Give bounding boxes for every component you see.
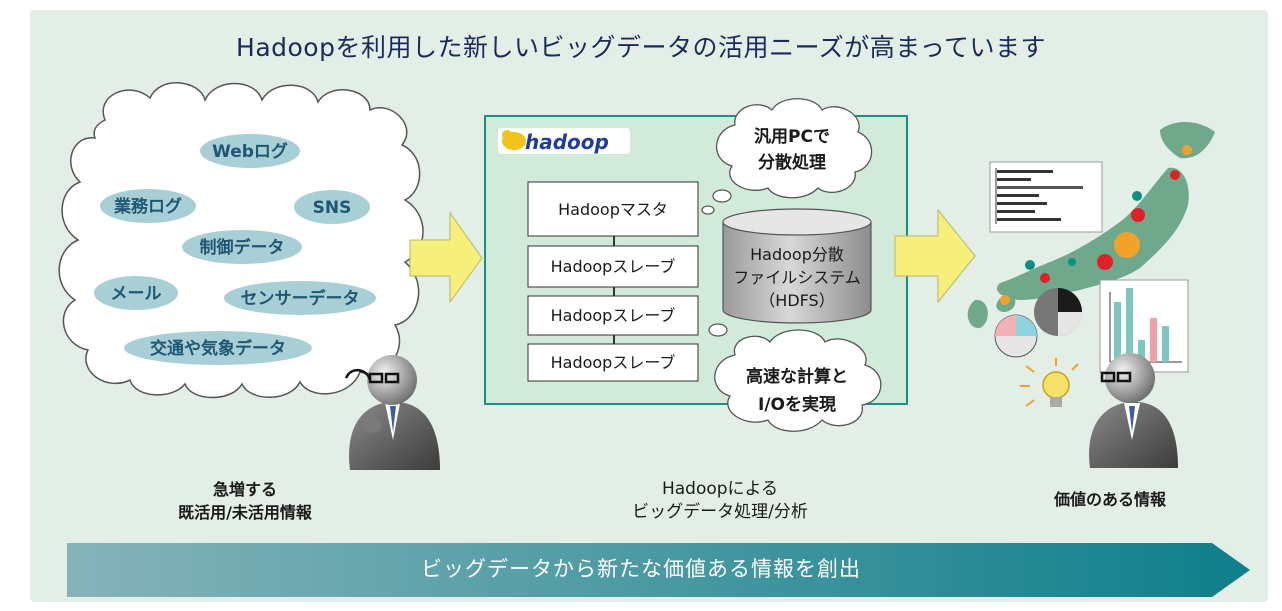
bubble-text-line: 汎用PCで <box>754 126 830 147</box>
flow-arrow <box>894 208 976 304</box>
data-source-label: Webログ <box>212 141 288 162</box>
lightbulb-icon <box>1020 358 1079 407</box>
data-source-pill: 制御データ <box>182 230 302 264</box>
flow-arrow <box>409 211 483 304</box>
caption-line: 既活用/未活用情報 <box>178 503 312 522</box>
banner-label: ビッグデータから新たな価値ある情報を創出 <box>421 557 861 581</box>
banner-arrow <box>67 543 1250 597</box>
data-source-label: 業務ログ <box>114 196 182 217</box>
hadoop-slave-node: Hadoopスレーブ <box>527 343 699 382</box>
hdfs-label-line: （HDFS） <box>759 291 834 310</box>
person-icon <box>1089 353 1178 468</box>
hdfs-label-line: ファイルシステム <box>733 268 861 287</box>
data-source-pill: SNS <box>294 190 370 224</box>
person-thinking-icon <box>344 355 440 470</box>
caption-line: 急増する <box>212 480 277 499</box>
hadoop-slave-node: Hadoopスレーブ <box>527 245 699 288</box>
caption-line: Hadoopによる <box>661 479 779 499</box>
hadoop-master-label: Hadoopマスタ <box>558 200 668 219</box>
hadoop-slave-label: Hadoopスレーブ <box>551 353 676 372</box>
data-source-pill: Webログ <box>200 134 300 168</box>
bubble-text-line: I/Oを実現 <box>758 394 836 415</box>
hadoop-slave-label: Hadoopスレーブ <box>551 257 676 276</box>
data-source-label: 制御データ <box>200 237 285 258</box>
value-caption: 価値のある情報 <box>1010 488 1210 511</box>
japan-map-icon <box>967 121 1215 329</box>
caption-line: 価値のある情報 <box>1053 490 1166 509</box>
data-source-label: メール <box>111 284 162 304</box>
pie-chart-icon <box>994 314 1038 358</box>
thought-bubble-bottom: 高速な計算と I/Oを実現 <box>708 323 882 432</box>
column-chart-icon <box>1099 279 1189 373</box>
data-source-pill: センサーデータ <box>224 281 376 315</box>
thought-bubble-top: 汎用PCで 分散処理 <box>701 98 873 215</box>
page-title: Hadoopを利用した新しいビッグデータの活用ニーズが高まっています <box>236 33 1046 62</box>
caption-line: ビッグデータ処理/分析 <box>632 502 808 522</box>
data-sources-caption: 急増する 既活用/未活用情報 <box>135 478 355 524</box>
hdfs-label-line: Hadoop分散 <box>750 245 844 264</box>
pie-chart-icon <box>1034 288 1082 336</box>
bubble-text-line: 分散処理 <box>758 152 826 173</box>
data-source-label: SNS <box>313 198 352 218</box>
hadoop-logo: hadoop <box>498 128 630 154</box>
hadoop-caption: Hadoopによる ビッグデータ処理/分析 <box>570 478 870 524</box>
data-source-pill: 業務ログ <box>100 189 196 223</box>
hdfs-cylinder: Hadoop分散 ファイルシステム （HDFS） <box>722 208 872 324</box>
hadoop-slave-node: Hadoopスレーブ <box>527 295 699 336</box>
data-source-pill: メール <box>94 276 178 310</box>
bar-chart-icon <box>989 161 1103 233</box>
hadoop-slave-label: Hadoopスレーブ <box>551 306 676 325</box>
data-source-label: センサーデータ <box>241 288 360 309</box>
hadoop-logo-text: hadoop <box>525 130 609 154</box>
data-source-label: 交通や気象データ <box>150 338 286 359</box>
hadoop-master-node: Hadoopマスタ <box>527 181 699 237</box>
bubble-text-line: 高速な計算と <box>746 366 848 387</box>
data-source-pill: 交通や気象データ <box>124 331 312 365</box>
